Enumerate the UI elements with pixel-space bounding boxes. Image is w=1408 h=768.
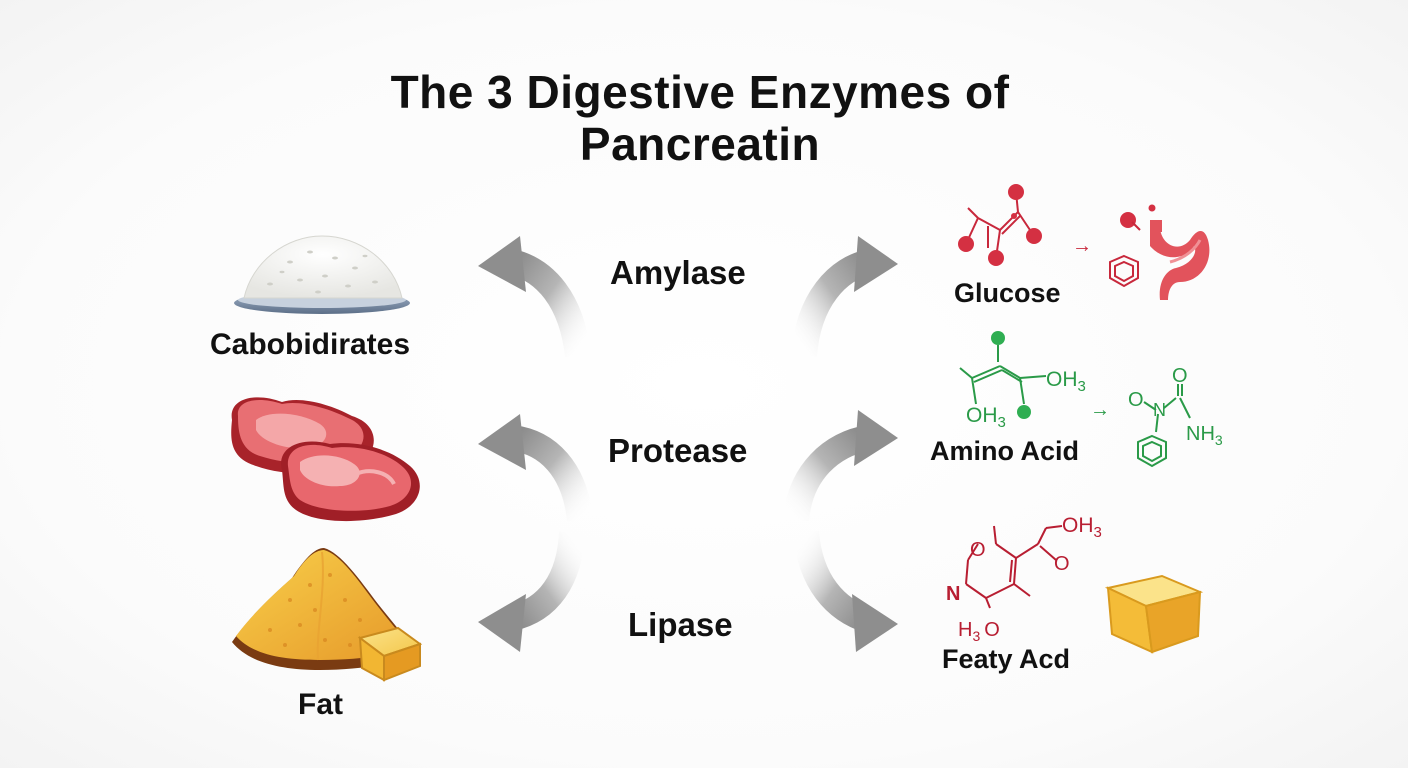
product-label-fatty-acid: Featy Acd <box>942 644 1071 674</box>
stomach-icon <box>1150 220 1210 300</box>
fatty-ring-o-label: O <box>970 539 986 561</box>
title-line-2: Pancreatin <box>579 118 821 170</box>
amino-o2-label: O <box>1172 365 1188 387</box>
glucose-reaction-arrow: → <box>1072 235 1092 257</box>
enzyme-label-protease: Protease <box>608 432 748 469</box>
amino-nh3-label: NH3 <box>1186 423 1223 448</box>
amino-oh3-a: OH3 <box>1046 368 1086 395</box>
arrow-lipase-left <box>478 531 585 652</box>
fatty-n-label: N <box>946 583 960 605</box>
glucose-molecule-icon <box>958 184 1042 266</box>
food-label-fat: Fat <box>298 688 343 721</box>
food-label-carbohydrates: Cabobidirates <box>210 328 411 361</box>
enzyme-label-amylase: Amylase <box>610 254 746 291</box>
fat-pile-icon <box>232 548 423 682</box>
fatty-oh3-label: OH3 <box>1062 514 1102 541</box>
amino-ring-icon <box>1137 384 1191 468</box>
arrow-protease-left <box>478 414 593 522</box>
arrow-amylase-left <box>478 236 591 358</box>
amino-acid-molecule-icon <box>959 331 1047 419</box>
arrow-amylase-right <box>791 236 898 358</box>
glucose-ring-icon <box>1109 204 1156 288</box>
rice-bowl-icon <box>234 235 410 314</box>
meat-steak-icon <box>231 397 420 522</box>
fatty-side-o-label: O <box>1054 553 1070 575</box>
fat-cube-icon <box>1104 574 1204 654</box>
amino-o-label: O <box>1128 389 1144 411</box>
amino-n-label: N <box>1153 400 1166 420</box>
arrow-lipase-right <box>793 530 898 652</box>
product-label-amino-acid: Amino Acid <box>930 436 1080 466</box>
page-title: The 3 Digestive Enzymes of Pancreatin <box>250 66 1150 170</box>
amino-oh3-b: OH3 <box>966 404 1006 431</box>
amino-reaction-arrow: → <box>1090 399 1110 421</box>
arrow-protease-right <box>783 410 898 522</box>
title-line-1: The 3 Digestive Enzymes of <box>390 66 1010 118</box>
fatty-acid-molecule-icon <box>965 525 1063 609</box>
enzyme-label-lipase: Lipase <box>628 606 733 643</box>
product-label-glucose: Glucose <box>954 278 1061 308</box>
